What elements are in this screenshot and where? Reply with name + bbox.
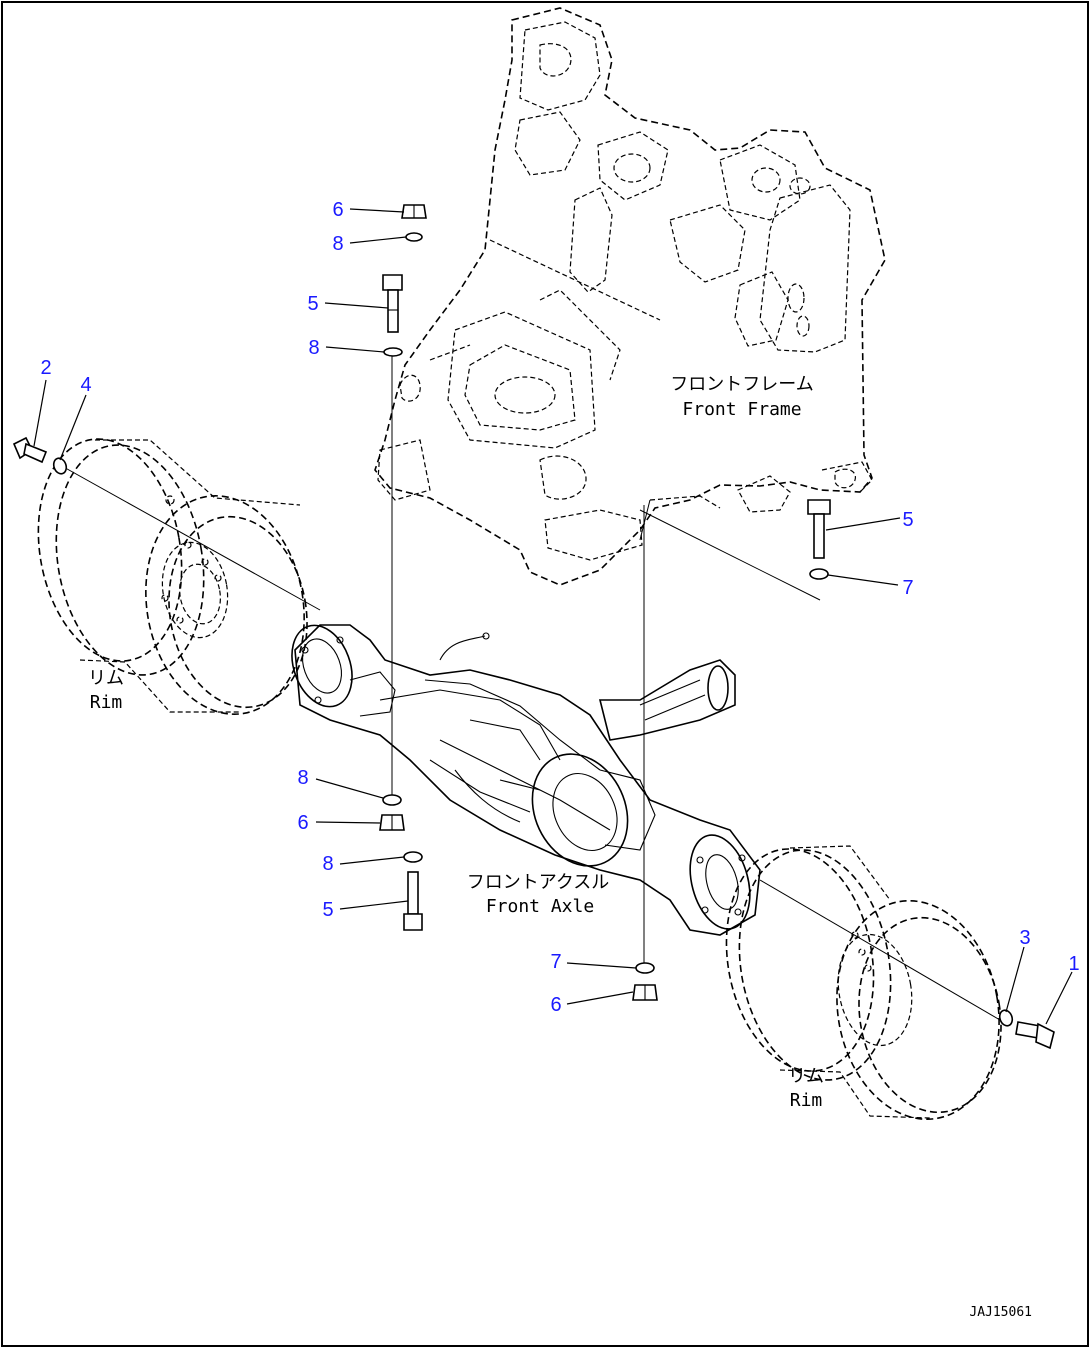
front-axle bbox=[291, 624, 761, 936]
drawing-code: JAJ15061 bbox=[969, 1305, 1032, 1320]
callout-1: 1 bbox=[1068, 953, 1079, 975]
callout-5-low: 5 bbox=[322, 899, 333, 921]
washer-8-upper bbox=[383, 347, 403, 357]
bolt-5-right bbox=[807, 499, 831, 559]
callout-8-upper: 8 bbox=[308, 337, 319, 359]
callout-5-top: 5 bbox=[307, 293, 318, 315]
rim-left-label-en: Rim bbox=[90, 692, 123, 713]
callout-3: 3 bbox=[1019, 927, 1030, 949]
bolt-5-top bbox=[382, 274, 403, 333]
front-frame-label-jp: フロントフレーム bbox=[670, 374, 813, 395]
callout-6-top: 6 bbox=[332, 199, 343, 221]
right-rim bbox=[725, 845, 1002, 1121]
front-frame-label-en: Front Frame bbox=[682, 399, 801, 420]
front-axle-label-jp: フロントアクスル bbox=[467, 872, 610, 893]
callout-7-low: 7 bbox=[550, 951, 561, 973]
left-rim bbox=[37, 438, 321, 715]
callout-8-top: 8 bbox=[332, 233, 343, 255]
callout-6-low: 6 bbox=[550, 994, 561, 1016]
hub-bolt-1 bbox=[1015, 1021, 1055, 1050]
nut-6-low bbox=[632, 984, 658, 1001]
leader-lines bbox=[33, 208, 1073, 1025]
nut-6-top bbox=[401, 204, 427, 219]
front-frame bbox=[374, 7, 886, 601]
rim-right-label-en: Rim bbox=[790, 1090, 823, 1111]
rim-right-label-jp: リム bbox=[788, 1066, 824, 1087]
washer-7-right bbox=[809, 568, 829, 580]
bolt-5-low bbox=[403, 871, 423, 931]
washer-3 bbox=[998, 1009, 1014, 1027]
washer-8-top bbox=[405, 232, 423, 242]
callout-2: 2 bbox=[40, 357, 51, 379]
washer-8-mid bbox=[382, 794, 402, 806]
front-axle-label-en: Front Axle bbox=[486, 896, 594, 917]
callout-5-right: 5 bbox=[902, 509, 913, 531]
callout-8-mid: 8 bbox=[297, 767, 308, 789]
nut-6-mid bbox=[379, 814, 405, 831]
callout-7-right: 7 bbox=[902, 577, 913, 599]
callout-8-low: 8 bbox=[322, 853, 333, 875]
rim-left-label-jp: リム bbox=[88, 668, 124, 689]
callout-4: 4 bbox=[80, 374, 91, 396]
washer-4 bbox=[52, 457, 68, 475]
hub-bolt-2 bbox=[12, 436, 48, 464]
washer-8-low bbox=[403, 851, 423, 863]
callout-6-mid: 6 bbox=[297, 812, 308, 834]
washer-7-low bbox=[635, 962, 655, 974]
